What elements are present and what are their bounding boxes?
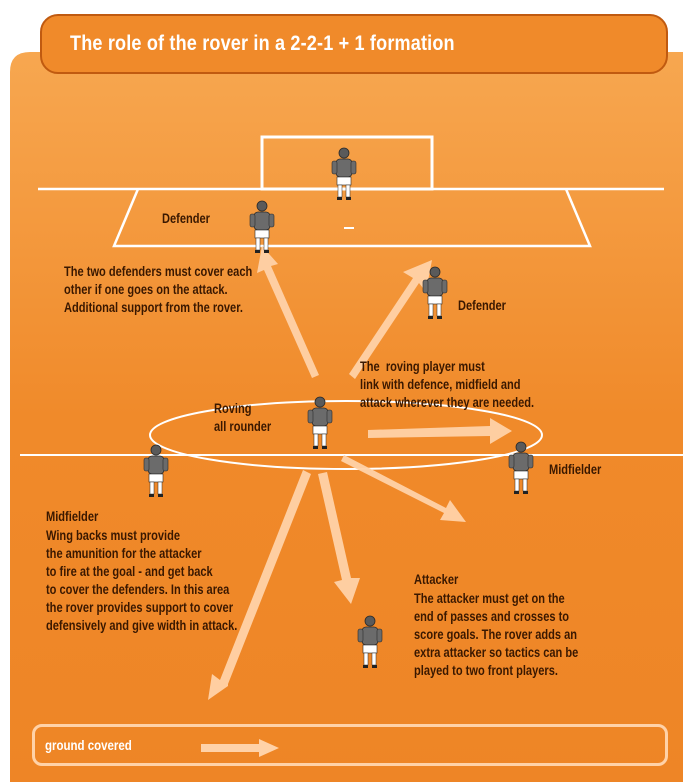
label-midfielder-left: Midfielder xyxy=(46,509,99,524)
label-defender-right: Defender xyxy=(458,298,506,313)
label-defender-left: Defender xyxy=(162,211,210,226)
arrow-to-right-midfielder xyxy=(368,418,512,444)
note-defenders: The two defenders must cover each other … xyxy=(64,264,253,315)
arrow-to-left-defender xyxy=(257,246,319,378)
rover-arrows xyxy=(208,246,512,700)
penalty-box xyxy=(112,188,592,248)
note-attacker: The attacker must get on the end of pass… xyxy=(414,591,579,678)
arrow-to-attacker xyxy=(318,472,360,604)
board-background xyxy=(10,52,683,782)
legend-box: ground covered xyxy=(32,724,668,766)
label-roving-all-rounder: Roving all rounder xyxy=(214,401,272,434)
arrow-to-left-wing xyxy=(208,470,311,700)
arrow-to-right-defender xyxy=(349,260,432,379)
legend-label: ground covered xyxy=(45,737,132,753)
title-banner: The role of the rover in a 2-2-1 + 1 for… xyxy=(40,14,668,74)
legend-arrow-icon xyxy=(201,739,279,757)
note-roving-player: The roving player must link with defence… xyxy=(360,359,535,410)
diagram-title: The role of the rover in a 2-2-1 + 1 for… xyxy=(70,32,455,55)
label-midfielder-right: Midfielder xyxy=(549,462,602,477)
label-attacker: Attacker xyxy=(414,572,459,587)
centre-circle xyxy=(149,400,543,470)
arrow-to-midfield-wide xyxy=(341,455,466,522)
note-wing-backs: Wing backs must provide the amunition fo… xyxy=(46,528,238,633)
